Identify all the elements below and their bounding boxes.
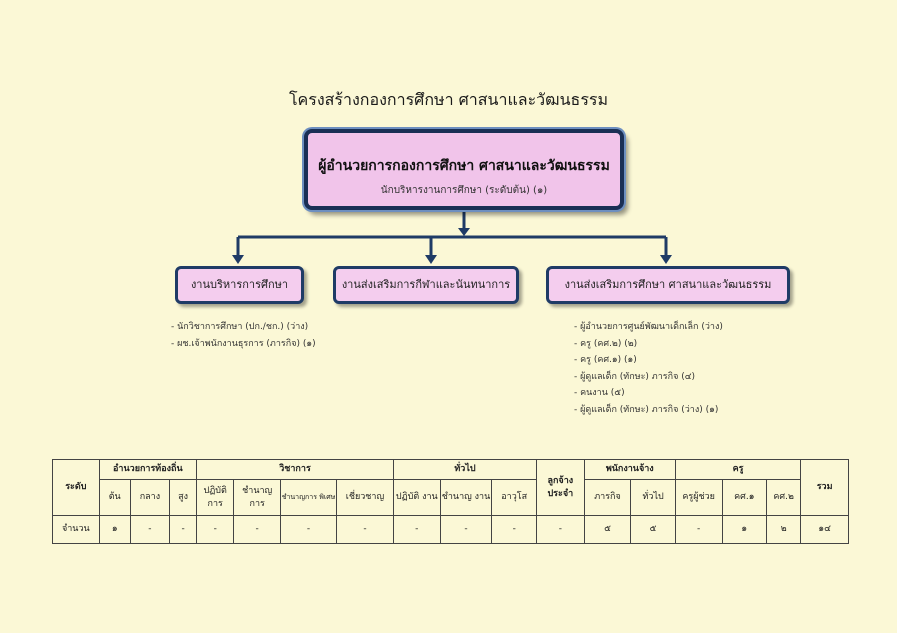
subheader-cell: คศ.๒	[766, 479, 802, 516]
count-cell: ๕	[583, 515, 632, 544]
subheader-cell: ชำนาญ การ	[233, 479, 281, 516]
subheader-cell: ทั่วไป	[630, 479, 676, 516]
row-label: จำนวน	[52, 515, 100, 544]
header-level: ระดับ	[52, 459, 100, 516]
subheader-cell: ชำนาญการ พิเศษ	[280, 479, 337, 516]
position-item: - ผช.เจ้าพนักงานธุรการ (ภารกิจ) (๑)	[171, 338, 316, 349]
count-cell: -	[280, 515, 337, 544]
count-cell: ๒	[766, 515, 802, 544]
subheader-cell: ปฏิบัติ การ	[196, 479, 235, 516]
subheader-cell: ภารกิจ	[583, 479, 632, 516]
unit-culture-positions: - ผู้อำนวยการศูนย์พัฒนาเด็กเล็ก (ว่าง) -…	[574, 319, 723, 418]
unit-admin-positions: - นักวิชาการศึกษา (ปก./ชก.) (ว่าง) - ผช.…	[171, 319, 316, 352]
count-cell: ๕	[630, 515, 676, 544]
subheader-cell: ปฏิบัติ งาน	[392, 479, 441, 516]
count-cell: -	[335, 515, 394, 544]
header-teacher: ครู	[674, 459, 802, 480]
subheader-cell: เชี่ยวชาญ	[335, 479, 394, 516]
position-item: - ครู (คศ.๒) (๒)	[574, 338, 638, 349]
position-item: - ผู้อำนวยการศูนย์พัฒนาเด็กเล็ก (ว่าง)	[574, 322, 723, 332]
header-general: ทั่วไป	[392, 459, 537, 480]
count-cell: -	[535, 515, 585, 544]
count-cell: -	[129, 515, 171, 544]
unit-box-sports: งานส่งเสริมการกีฬาและนันทนาการ	[333, 266, 519, 304]
position-item: - ครู (คศ.๑) (๑)	[574, 355, 637, 365]
page-title: โครงสร้างกองการศึกษา ศาสนาและวัฒนธรรม	[288, 90, 609, 109]
count-cell: -	[674, 515, 723, 544]
total-cell: ๑๔	[800, 515, 849, 544]
subheader-cell: ชำนาญ งาน	[439, 479, 493, 516]
position-item: - ผู้ดูแลเด็ก (ทักษะ) ภารกิจ (ว่าง) (๑)	[574, 404, 719, 415]
subheader-cell: ครูผู้ช่วย	[674, 479, 723, 516]
subheader-cell: อาวุโส	[491, 479, 537, 516]
count-cell: -	[491, 515, 537, 544]
count-cell: -	[392, 515, 441, 544]
director-title: ผู้อำนวยการกองการศึกษา ศาสนาและวัฒนธรรม	[318, 158, 610, 174]
count-cell: -	[233, 515, 281, 544]
count-cell: -	[169, 515, 198, 544]
director-subtitle: นักบริหารงานการศึกษา (ระดับต้น) (๑)	[380, 185, 548, 196]
count-cell: -	[196, 515, 235, 544]
header-permanent-employee: ลูกจ้าง ประจำ	[535, 459, 585, 516]
subheader-cell: กลาง	[129, 479, 171, 516]
director-box: ผู้อำนวยการกองการศึกษา ศาสนาและวัฒนธรรม …	[304, 129, 624, 210]
count-cell: ๑	[721, 515, 768, 544]
position-item: - คนงาน (๕)	[574, 388, 625, 398]
count-cell: ๑	[98, 515, 131, 544]
subheader-cell: ต้น	[98, 479, 131, 516]
staff-table: ระดับ อำนวยการท้องถิ่น วิชาการ ทั่วไป ลู…	[52, 459, 849, 544]
unit-box-admin: งานบริหารการศึกษา	[175, 266, 304, 304]
subheader-cell: สูง	[169, 479, 198, 516]
position-item: - ผู้ดูแลเด็ก (ทักษะ) ภารกิจ (๔)	[574, 371, 696, 382]
header-academic: วิชาการ	[196, 459, 394, 480]
header-total: รวม	[800, 459, 849, 516]
subheader-cell: คศ.๑	[721, 479, 768, 516]
count-cell: -	[439, 515, 493, 544]
header-local-admin: อำนวยการท้องถิ่น	[98, 459, 198, 480]
position-item: - นักวิชาการศึกษา (ปก./ชก.) (ว่าง)	[171, 322, 309, 332]
header-contract-staff: พนักงานจ้าง	[583, 459, 676, 480]
unit-box-culture: งานส่งเสริมการศึกษา ศาสนาและวัฒนธรรม	[546, 266, 790, 304]
